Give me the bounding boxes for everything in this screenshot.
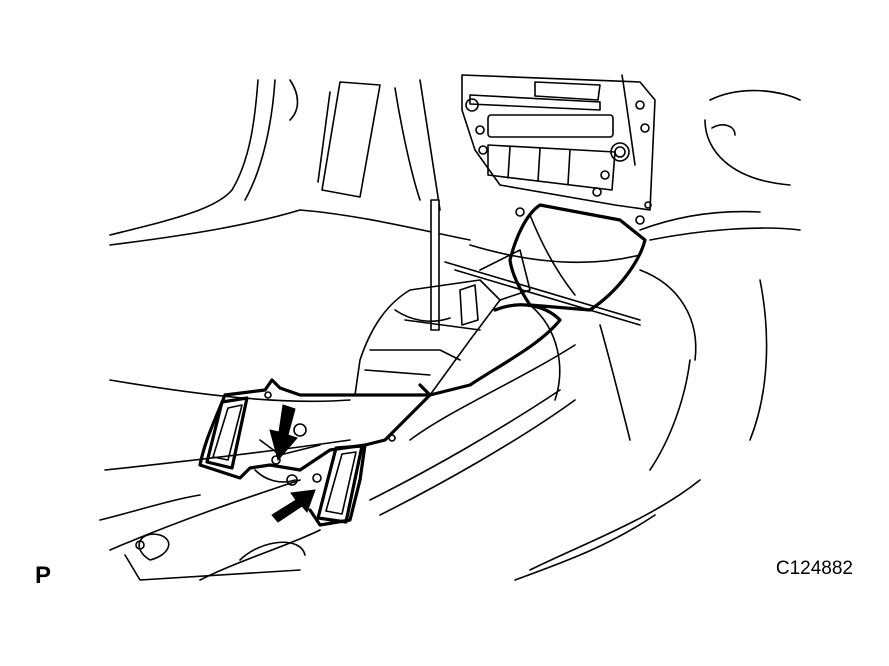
arrow-diagonal-icon bbox=[271, 489, 316, 523]
corner-label: P bbox=[35, 562, 52, 589]
shift-lever-assembly bbox=[354, 199, 531, 396]
left-vent bbox=[205, 396, 249, 470]
audio-panel bbox=[461, 74, 656, 211]
figure-code: C124882 bbox=[775, 558, 853, 579]
right-vent bbox=[316, 444, 364, 524]
dashboard-lines bbox=[109, 79, 471, 246]
upper-console-tray bbox=[418, 201, 652, 397]
rear-console-bezel bbox=[198, 378, 432, 527]
arrow-down-icon bbox=[269, 404, 298, 462]
right-seat-outline bbox=[514, 89, 801, 581]
